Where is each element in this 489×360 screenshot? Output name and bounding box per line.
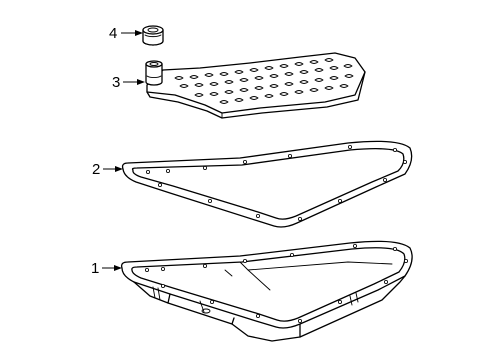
filter-seal-part: [142, 25, 164, 46]
callout-4-arrowhead: [135, 30, 143, 36]
callout-label-1: 1: [91, 260, 99, 277]
gasket-part: [121, 140, 413, 228]
callout-1: 1: [91, 260, 122, 277]
callout-label-3: 3: [112, 74, 120, 91]
callout-label-2: 2: [92, 161, 100, 178]
callout-3-arrowhead: [137, 79, 145, 85]
oil-pan-part: [120, 240, 413, 342]
callout-4: 4: [109, 25, 143, 42]
filter-part: [145, 52, 366, 119]
callout-3: 3: [112, 74, 145, 91]
callout-1-arrowhead: [114, 265, 122, 271]
callout-label-4: 4: [109, 25, 117, 42]
callout-2-arrowhead: [115, 166, 123, 172]
callout-2: 2: [92, 161, 123, 178]
